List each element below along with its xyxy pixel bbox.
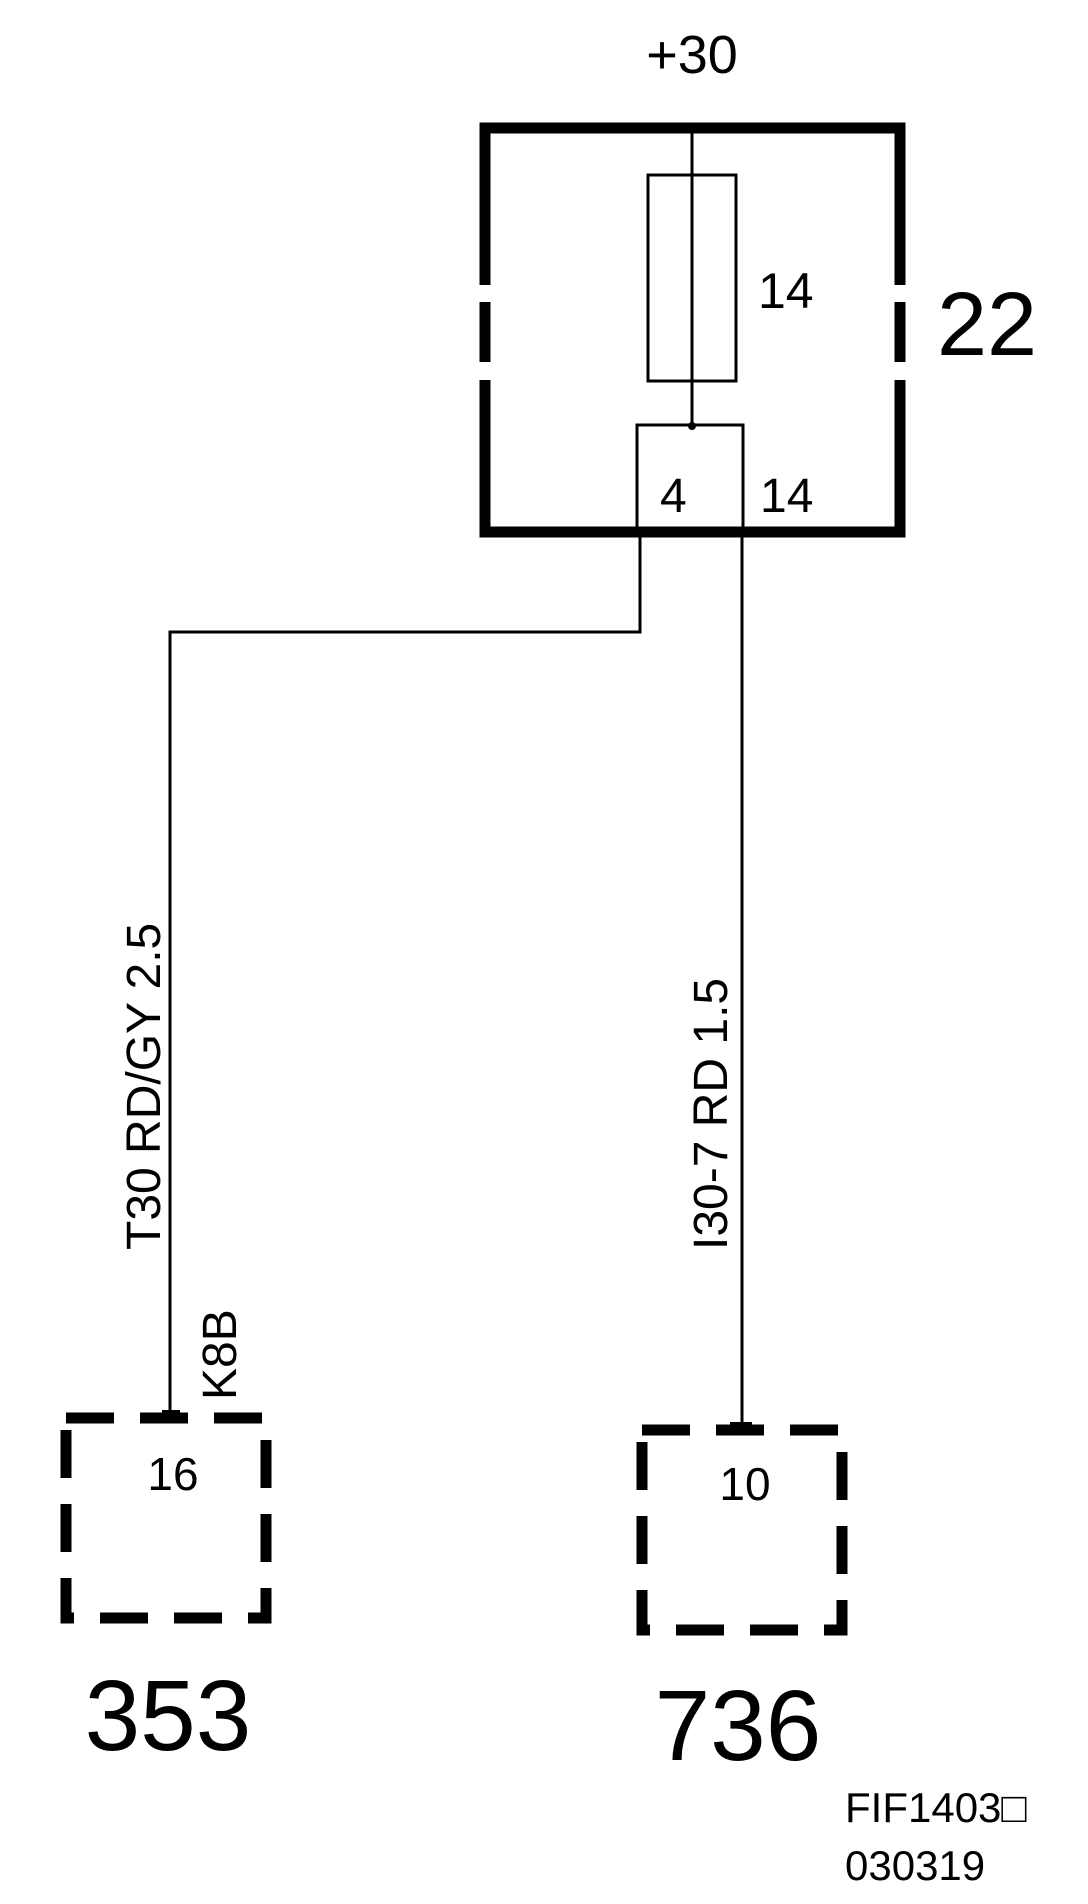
component-736-pin-label: 10 [719,1458,770,1510]
figure-ref: FIF1403□ [845,1784,1027,1831]
fuse-element [646,173,738,383]
fuse-pin-right-label: 14 [760,470,813,523]
component-353-id: 353 [85,1660,252,1772]
component-353-box [60,1410,272,1624]
wire-i30-7-label: I30-7 RD 1.5 [685,978,738,1250]
wire-t30 [168,532,642,1418]
component-736-id: 736 [655,1670,822,1782]
figure-date: 030319 [845,1842,985,1889]
supply-label: +30 [646,25,738,85]
wire-t30-label: T30 RD/GY 2.5 [118,923,171,1250]
wire-t30-junction [636,528,644,536]
fuse-box-number: 22 [937,275,1037,375]
fuse-number-label: 14 [758,263,814,319]
fuse-pin-left-label: 4 [660,470,687,523]
connector-k8b-label: K8B [194,1309,247,1400]
fuse-terminal-node [688,422,696,430]
component-353-pin-label: 16 [147,1448,198,1500]
component-736-box [636,1422,848,1636]
fuse-terminal-block [635,423,745,534]
wire-i30-7-junction [738,528,746,536]
